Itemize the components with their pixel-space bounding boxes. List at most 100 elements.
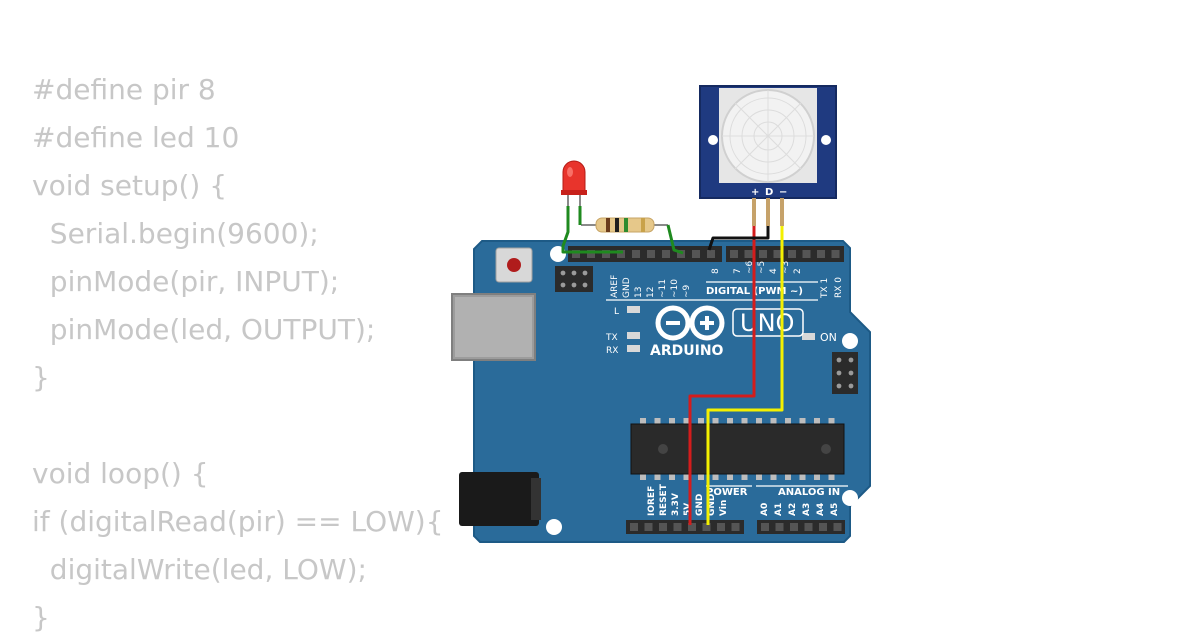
pin-label: ~9	[682, 284, 692, 298]
wire-gnd-green	[561, 206, 623, 254]
header-pin	[698, 418, 704, 426]
analog-header-pins	[761, 523, 842, 531]
header-pin	[617, 250, 625, 258]
pin-label: 3.3V	[671, 493, 681, 516]
led-component[interactable]	[561, 160, 587, 206]
pir-pin-label: −	[779, 187, 787, 198]
resistor-band	[615, 218, 619, 232]
header-pin	[692, 250, 700, 258]
pin-label: 4	[769, 268, 779, 274]
arduino-logo-icon	[655, 305, 725, 341]
code-line: digitalWrite(led, LOW);	[32, 553, 367, 586]
pin-label: Vin	[719, 500, 729, 516]
code-line: pinMode(led, OUTPUT);	[32, 313, 376, 346]
header-pin	[741, 472, 748, 480]
code-line: #define pir 8	[32, 73, 216, 106]
pin-label: A5	[830, 503, 840, 516]
model-badge	[732, 308, 804, 337]
pin-label: IOREF	[647, 486, 657, 516]
led-label: TX	[605, 333, 618, 343]
header-pin	[802, 250, 811, 258]
model-label: UNO	[740, 309, 794, 337]
icsp-header	[555, 266, 593, 292]
header-pin	[804, 523, 813, 531]
header-pin	[688, 523, 696, 531]
header-pin	[819, 523, 827, 531]
header-pin	[647, 250, 655, 258]
header-pin	[702, 523, 711, 531]
header-pin	[602, 250, 610, 258]
pin-label: RESET	[659, 483, 669, 516]
power-header	[626, 520, 744, 534]
header-pin	[662, 250, 670, 258]
header-pin	[640, 418, 646, 426]
header-pin	[785, 418, 791, 426]
wire-signal-black	[707, 226, 770, 251]
header-pin	[587, 250, 595, 258]
pin-label: GND	[622, 277, 632, 298]
header-pin	[644, 523, 653, 531]
header-pin	[640, 472, 646, 480]
header-pin	[799, 418, 806, 426]
pin-label: ~5	[757, 261, 767, 274]
pin-label: 5V	[683, 503, 693, 516]
header-pin	[683, 418, 690, 426]
led-indicator	[627, 332, 640, 339]
mounting-hole	[708, 135, 718, 145]
header-pin	[828, 418, 835, 426]
header-pin	[756, 472, 762, 480]
header-pin	[654, 472, 661, 480]
power-header-pins	[630, 523, 740, 531]
pir-pin	[766, 198, 770, 226]
pin-label: ~10	[670, 279, 680, 298]
header-pin	[630, 523, 638, 531]
code-listing: #define pir 8 #define led 10 void setup() …	[32, 66, 444, 642]
header-pin	[814, 418, 820, 426]
arduino-board[interactable]: AREF GND 13 12 ~11 ~10 ~9 8 7 ~6 ~5 4 ~3…	[451, 240, 871, 543]
digital-header-low	[726, 246, 844, 262]
header-pin	[669, 418, 675, 426]
code-line: #define led 10	[32, 121, 240, 154]
led-indicator	[802, 333, 815, 340]
header-pin	[770, 472, 777, 480]
pin-label: RX 0	[834, 277, 844, 298]
pin-label: A1	[774, 503, 784, 516]
pir-sensor[interactable]: + D −	[699, 85, 837, 226]
pin-label: 2	[793, 268, 803, 274]
code-line: void setup() {	[32, 169, 228, 202]
pir-pin-label: D	[765, 187, 773, 198]
analog-section-label: ANALOG IN	[778, 487, 840, 498]
header-pin	[712, 472, 719, 480]
pin-label: A0	[760, 503, 770, 516]
wire-5v-red	[688, 226, 756, 525]
header-pin	[788, 250, 796, 258]
microcontroller-chip	[630, 418, 845, 480]
header-pin	[669, 472, 675, 480]
header-pin	[632, 250, 640, 258]
digital-header-low-pins	[730, 250, 840, 258]
header-pin	[744, 250, 753, 258]
resistor-component[interactable]	[581, 217, 668, 233]
code-line: if (digitalRead(pir) == LOW){	[32, 505, 444, 538]
header-pin	[717, 523, 725, 531]
pin-label: AREF	[610, 275, 620, 298]
reset-button[interactable]	[495, 247, 533, 283]
header-pin	[654, 418, 661, 426]
header-pin	[683, 472, 690, 480]
header-pin	[727, 472, 733, 480]
resistor-band	[606, 218, 610, 232]
header-pin	[698, 472, 704, 480]
header-pin	[727, 418, 733, 426]
header-pin	[770, 418, 777, 426]
header-pin	[817, 250, 825, 258]
led-indicator	[627, 306, 640, 313]
brand-label: ARDUINO	[650, 343, 724, 359]
header-pin	[707, 250, 715, 258]
usb-connector	[451, 293, 536, 361]
header-pin	[756, 418, 762, 426]
power-jack	[459, 472, 541, 526]
mounting-hole	[546, 519, 562, 535]
on-label: ON	[820, 331, 837, 344]
pin-label: A3	[802, 503, 812, 516]
